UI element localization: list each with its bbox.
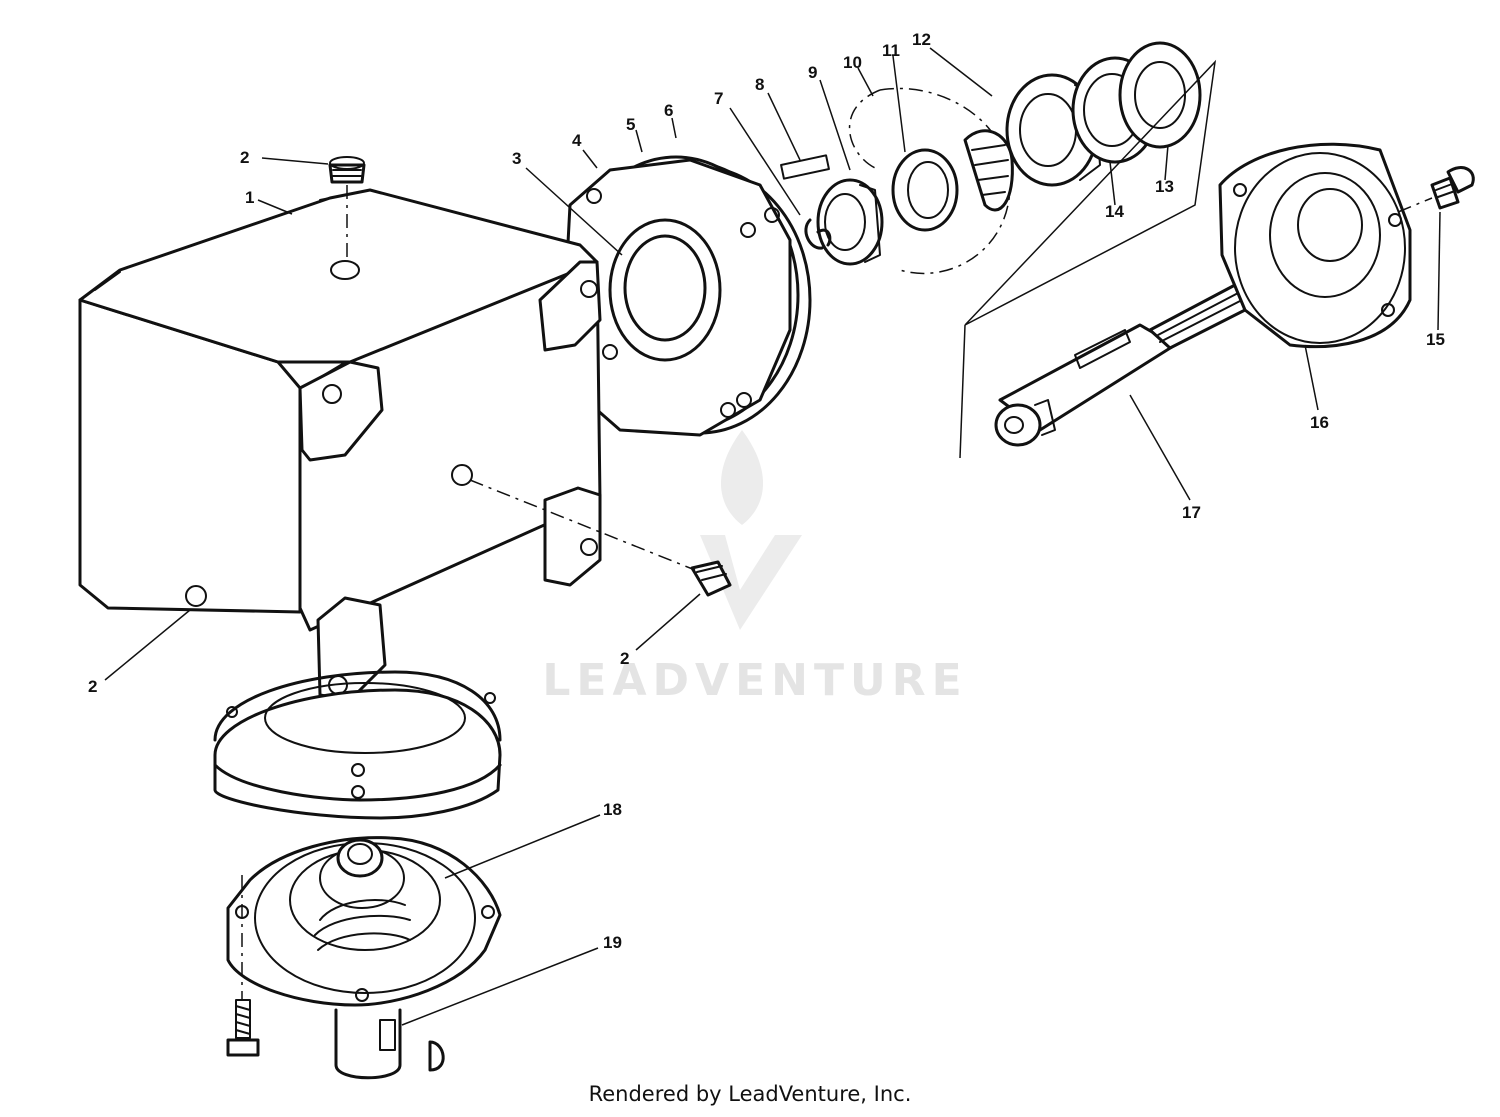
callout-9: 9 xyxy=(808,63,817,82)
gear-set xyxy=(848,87,1014,275)
callout-2-left: 2 xyxy=(88,677,97,696)
input-shaft xyxy=(994,283,1247,447)
callout-12: 12 xyxy=(912,30,931,49)
callout-6: 6 xyxy=(664,101,673,120)
callout-1: 1 xyxy=(245,188,254,207)
callout-10: 10 xyxy=(843,53,862,72)
callout-19: 19 xyxy=(603,933,622,952)
callout-17: 17 xyxy=(1182,503,1201,522)
callout-11: 11 xyxy=(882,41,900,60)
callout-3: 3 xyxy=(512,149,521,168)
callout-13: 13 xyxy=(1155,177,1174,196)
bolt-15 xyxy=(1397,166,1475,213)
bolt-lower-left xyxy=(226,875,260,1057)
pipe-plug-side xyxy=(469,479,732,597)
watermark-text: LEADVENTURE xyxy=(542,655,967,706)
flange-gaskets-4-5-6 xyxy=(563,155,812,437)
callout-15: 15 xyxy=(1426,330,1445,349)
callout-4: 4 xyxy=(572,131,582,150)
bottom-flange-plates xyxy=(213,670,502,820)
callout-5: 5 xyxy=(626,115,635,134)
end-cover xyxy=(1218,142,1412,348)
callout-16: 16 xyxy=(1310,413,1329,432)
callout-8: 8 xyxy=(755,75,764,94)
callout-18: 18 xyxy=(603,800,622,819)
bottom-bearing-cap xyxy=(226,836,502,1080)
callout-7: 7 xyxy=(714,89,723,108)
callout-labels: 1 2 2 2 3 4 5 6 7 8 9 10 11 12 13 14 15 … xyxy=(88,30,1445,952)
callout-14: 14 xyxy=(1105,202,1124,221)
leader-lines xyxy=(104,47,1441,1026)
gearbox-housing xyxy=(78,188,602,702)
callout-2-top: 2 xyxy=(240,148,249,167)
callout-2-side: 2 xyxy=(620,649,629,668)
watermark: LEADVENTURE xyxy=(542,430,967,706)
shaft-group-bracket xyxy=(959,59,1217,459)
bearing-snap-ring-key xyxy=(780,154,884,266)
bearings-13-14 xyxy=(1005,41,1202,187)
credit-line: Rendered by LeadVenture, Inc. xyxy=(588,1082,912,1106)
pipe-plug-top xyxy=(328,156,366,262)
